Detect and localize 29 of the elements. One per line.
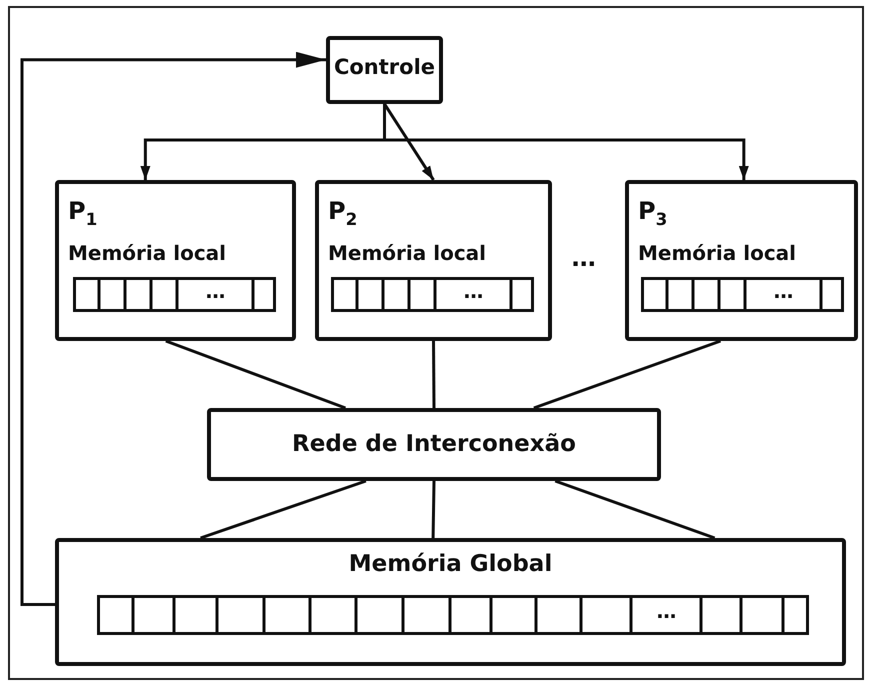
processor-box (55, 180, 296, 341)
network-label: Rede de Interconexão (291, 432, 577, 458)
arrow (383, 103, 435, 181)
connector-line (554, 480, 716, 540)
connector-line (200, 480, 366, 540)
arrow (20, 52, 326, 606)
ellipsis-label: ... (772, 280, 794, 300)
interconnection-network-box (207, 408, 661, 481)
arrow (383, 104, 749, 180)
local-memory-label: Memória local (328, 242, 486, 264)
connector-line (432, 480, 436, 538)
ellipsis-label: ... (571, 246, 596, 270)
connector-line (432, 340, 436, 408)
processor-label: P$_{3}$ (638, 198, 668, 228)
processor-label: P$_{2}$ (328, 198, 358, 228)
processor-box (625, 180, 858, 341)
control-box (326, 36, 443, 104)
ellipsis-label: ... (655, 601, 677, 621)
ellipsis-label: ... (462, 280, 484, 300)
control-label: Controle (332, 56, 436, 80)
connector-line (165, 340, 346, 410)
local-memory-label: Memória local (638, 242, 796, 264)
connector-line (533, 340, 722, 410)
global-memory-label: Memória Global (348, 552, 554, 578)
ellipsis-label: ... (204, 280, 226, 300)
processor-box (315, 180, 552, 341)
local-memory-label: Memória local (68, 242, 226, 264)
global-memory-box (55, 538, 846, 666)
processor-label: P$_{1}$ (68, 198, 98, 228)
